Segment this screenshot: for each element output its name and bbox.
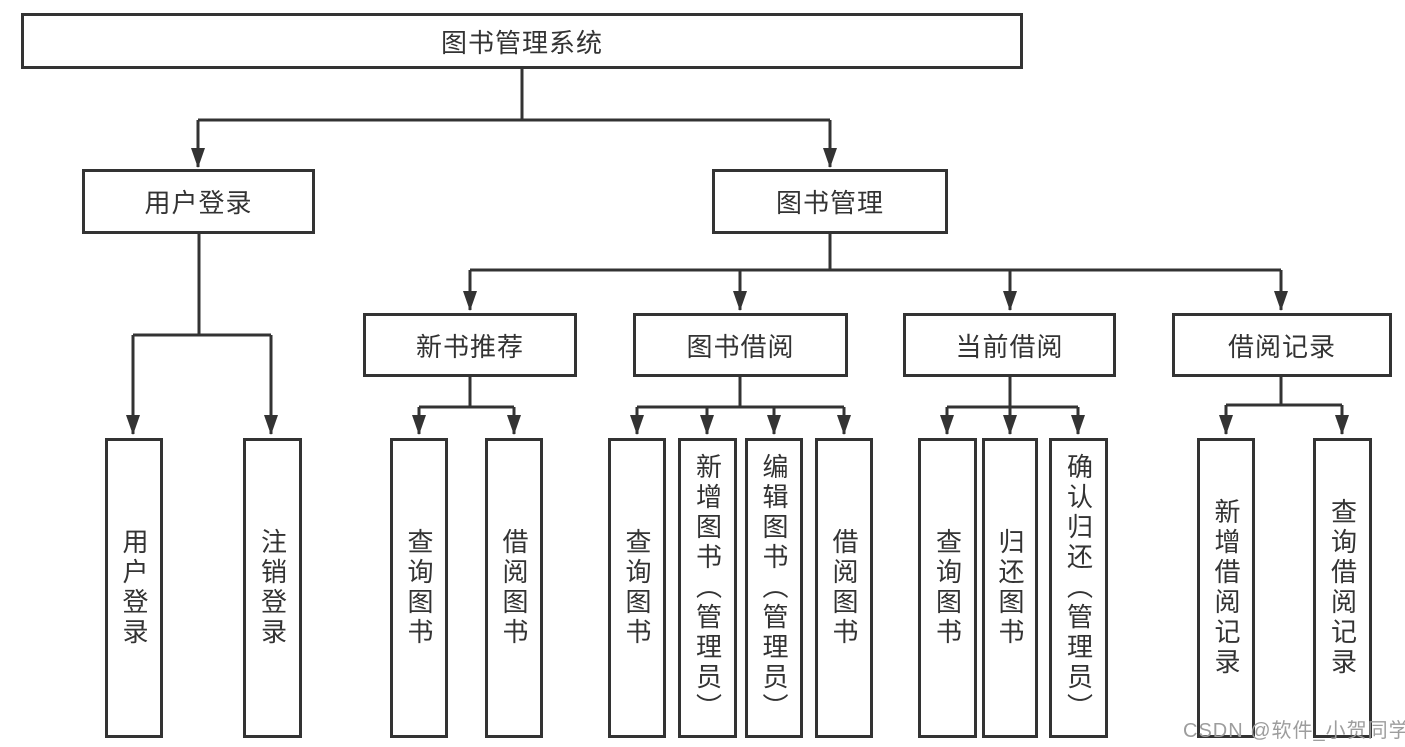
leaf-cb-confirm-return-admin: 确认归还（管理员） [1049,438,1108,738]
connector-user-login-trunk [133,233,271,337]
leaf-nbr-borrow-books-label: 借阅图书 [499,528,529,648]
leaf-cb-confirm-return-admin-label: 确认归还（管理员） [1063,453,1094,723]
leaf-bb-edit-books-admin-label: 编辑图书（管理员） [759,453,789,723]
connector-new-book-recommend-branch [419,377,514,409]
leaf-nbr-query-books-label: 查询图书 [404,528,434,648]
node-borrow-records: 借阅记录 [1172,313,1392,377]
leaf-bb-query-books-label: 查询图书 [622,528,652,648]
leaf-bb-borrow-books-label: 借阅图书 [829,528,859,648]
connector-book-borrow-branch [637,377,844,409]
leaf-br-query-record: 查询借阅记录 [1313,438,1372,738]
leaf-cb-query-books: 查询图书 [918,438,977,738]
connector-book-management-trunk [470,233,1281,272]
csdn-watermark: CSDN @软件_小贺同学 [1183,720,1405,742]
leaf-cb-return-books-label: 归还图书 [995,528,1025,648]
node-book-borrow: 图书借阅 [633,313,848,377]
node-user-login: 用户登录 [82,169,315,234]
leaf-bb-query-books: 查询图书 [608,438,666,738]
leaf-br-add-record: 新增借阅记录 [1197,438,1255,738]
leaf-logout: 注销登录 [243,438,302,738]
leaf-cb-query-books-label: 查询图书 [932,528,963,648]
connector-root-trunk [198,68,830,122]
node-current-borrow: 当前借阅 [903,313,1116,377]
node-book-management: 图书管理 [712,169,948,234]
leaf-user-login-label: 用户登录 [119,528,149,648]
leaf-bb-borrow-books: 借阅图书 [815,438,873,738]
leaf-nbr-borrow-books: 借阅图书 [485,438,543,738]
leaf-bb-add-books-admin-label: 新增图书（管理员） [692,453,723,723]
leaf-br-add-record-label: 新增借阅记录 [1211,498,1241,678]
node-library-management-system: 图书管理系统 [21,13,1023,69]
leaf-user-login: 用户登录 [105,438,163,738]
leaf-br-query-record-label: 查询借阅记录 [1327,498,1358,678]
leaf-cb-return-books: 归还图书 [982,438,1038,738]
connector-current-borrow-branch [947,377,1078,409]
leaf-logout-label: 注销登录 [257,528,288,648]
leaf-bb-add-books-admin: 新增图书（管理员） [678,438,737,738]
leaf-nbr-query-books: 查询图书 [390,438,448,738]
node-new-book-recommend: 新书推荐 [363,313,577,377]
connector-borrow-records-branch [1226,377,1342,407]
leaf-bb-edit-books-admin: 编辑图书（管理员） [745,438,803,738]
